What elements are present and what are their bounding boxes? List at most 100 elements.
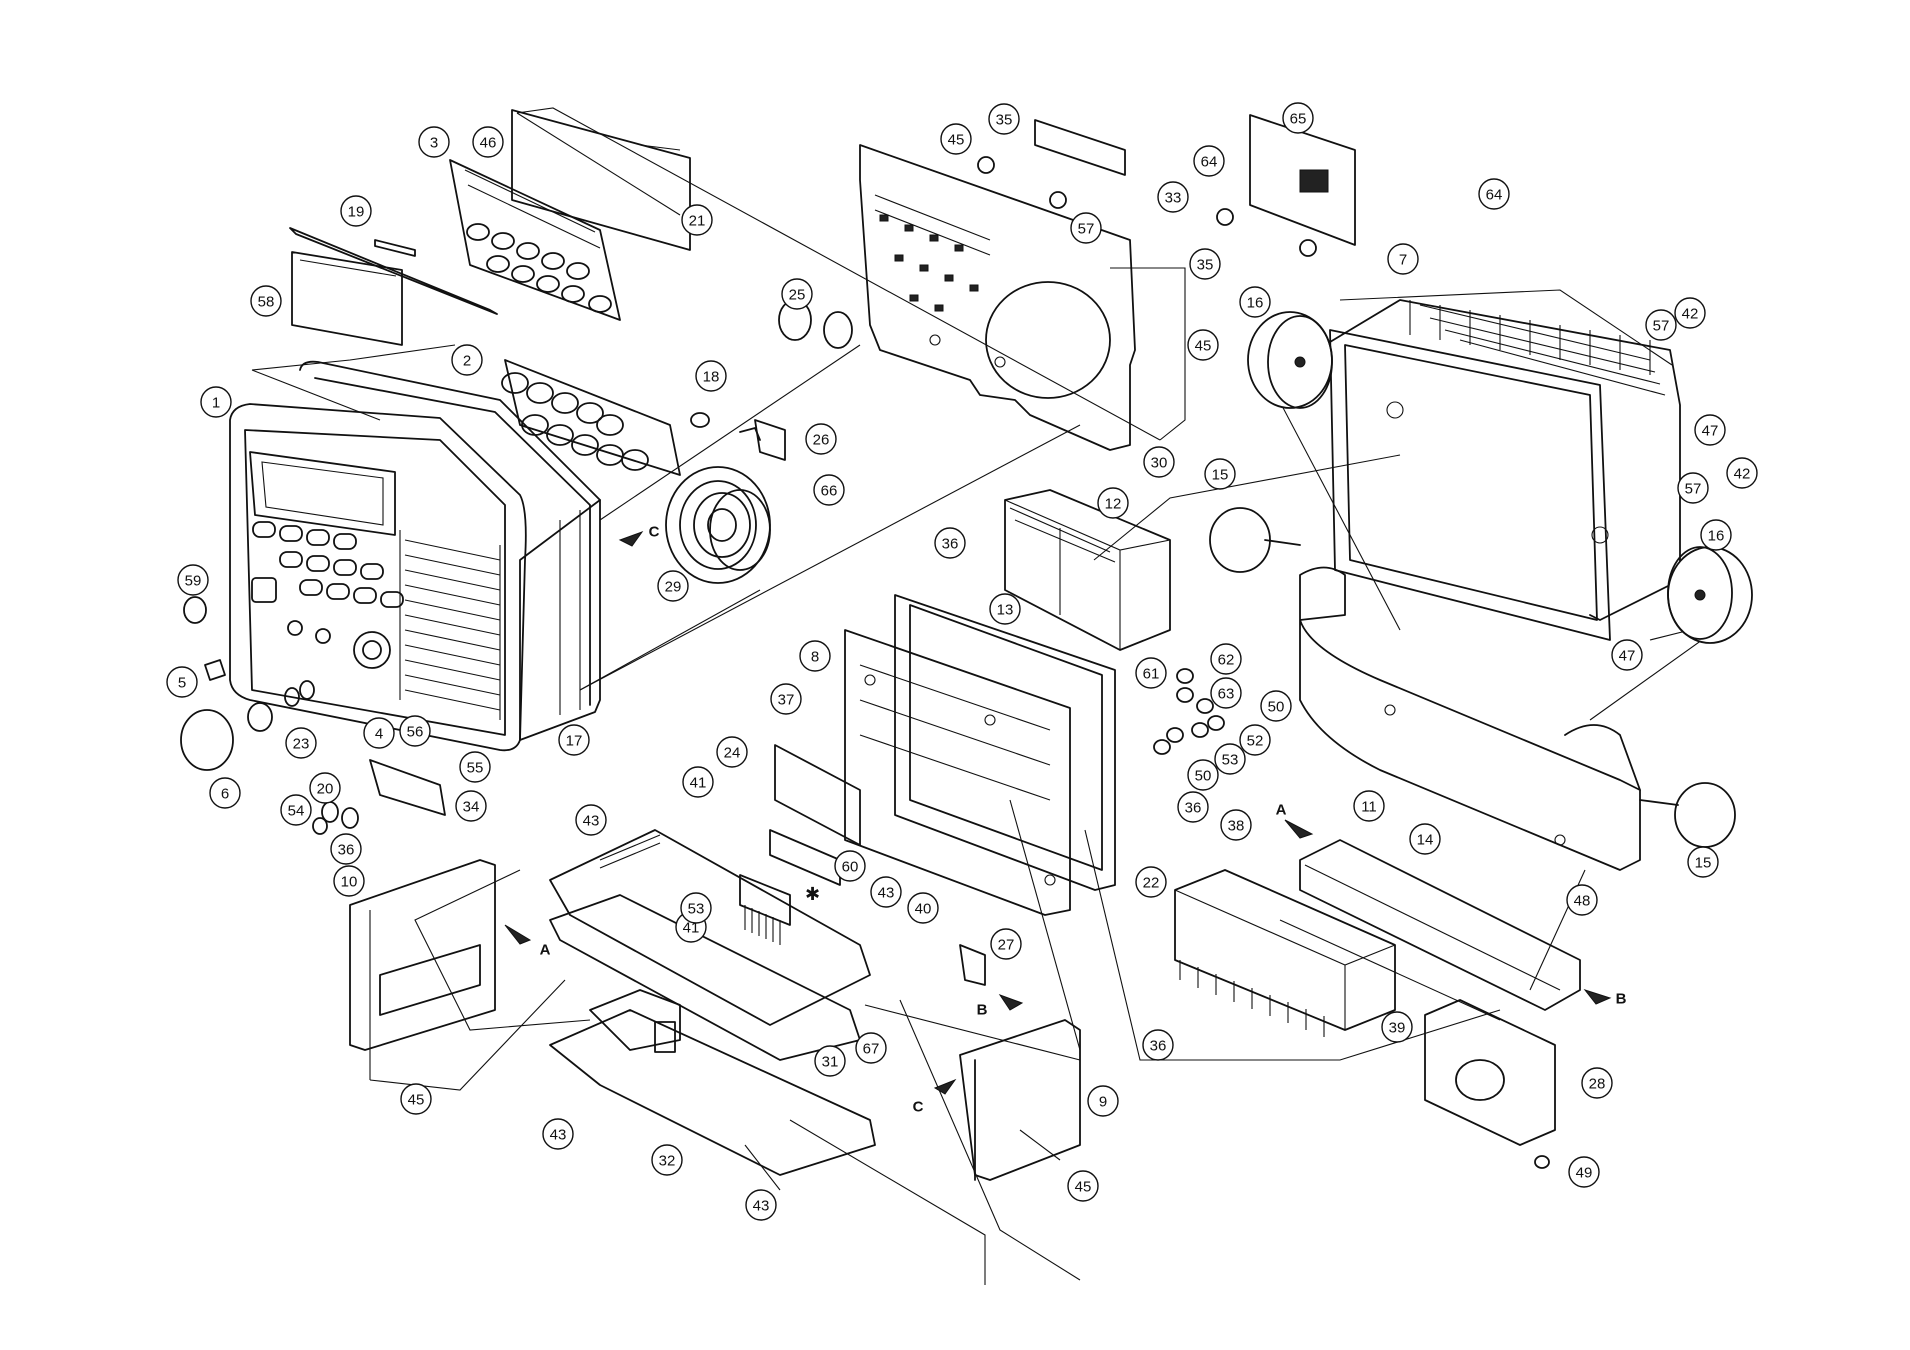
callout-label: 15 xyxy=(1212,467,1229,484)
callout-label: 31 xyxy=(822,1054,839,1071)
callout-15: 15 xyxy=(1688,847,1718,877)
callout-30: 30 xyxy=(1144,447,1174,477)
callout-64: 64 xyxy=(1194,146,1224,176)
callout-label: 34 xyxy=(463,799,480,816)
callout-38: 38 xyxy=(1221,810,1251,840)
callout-label: 35 xyxy=(1197,257,1214,274)
callout-label: 42 xyxy=(1682,306,1699,323)
callout-7: 7 xyxy=(1388,244,1418,274)
callout-label: 38 xyxy=(1228,818,1245,835)
callout-label: 36 xyxy=(1185,800,1202,817)
callout-59: 59 xyxy=(178,565,208,595)
callout-47: 47 xyxy=(1695,415,1725,445)
callout-14: 14 xyxy=(1410,824,1440,854)
callout-label: 23 xyxy=(293,736,310,753)
lcd-holder xyxy=(450,160,620,320)
callout-label: 50 xyxy=(1268,699,1285,716)
callout-label: 57 xyxy=(1685,481,1702,498)
callout-label: 64 xyxy=(1201,154,1218,171)
callout-label: 45 xyxy=(1075,1179,1092,1196)
callout-label: 4 xyxy=(375,726,383,743)
callout-label: 55 xyxy=(467,760,484,777)
callout-label: 36 xyxy=(942,536,959,553)
callout-36: 36 xyxy=(1178,792,1208,822)
callout-34: 34 xyxy=(456,791,486,821)
callout-48: 48 xyxy=(1567,885,1597,915)
callout-58: 58 xyxy=(251,286,281,316)
callout-label: 53 xyxy=(688,901,705,918)
callout-37: 37 xyxy=(771,684,801,714)
callout-29: 29 xyxy=(658,571,688,601)
callout-27: 27 xyxy=(991,929,1021,959)
callout-label: 18 xyxy=(703,369,720,386)
callout-42: 42 xyxy=(1675,298,1705,328)
ref-mark: A xyxy=(1276,802,1287,819)
callout-43: 43 xyxy=(746,1190,776,1220)
callout-45: 45 xyxy=(1068,1171,1098,1201)
callout-label: 27 xyxy=(998,937,1015,954)
callout-label: 46 xyxy=(480,135,497,152)
callout-39: 39 xyxy=(1382,1012,1412,1042)
callout-label: 19 xyxy=(348,204,365,221)
ref-letter-C: C xyxy=(649,524,660,541)
callout-label: 39 xyxy=(1389,1020,1406,1037)
callout-16: 16 xyxy=(1240,287,1270,317)
callout-26: 26 xyxy=(806,424,836,454)
callout-label: 36 xyxy=(338,842,355,859)
callout-label: 40 xyxy=(915,901,932,918)
callout-35: 35 xyxy=(989,104,1019,134)
callout-53: 53 xyxy=(681,893,711,923)
callout-label: 1 xyxy=(212,395,220,412)
callout-66: 66 xyxy=(814,475,844,505)
callout-label: 8 xyxy=(811,649,819,666)
callout-label: 2 xyxy=(463,353,471,370)
callout-label: 35 xyxy=(996,112,1013,129)
ref-letter-B: B xyxy=(1616,991,1627,1008)
callout-62: 62 xyxy=(1211,644,1241,674)
callout-45: 45 xyxy=(401,1084,431,1114)
callout-50: 50 xyxy=(1188,760,1218,790)
callout-label: 32 xyxy=(659,1153,676,1170)
callout-1: 1 xyxy=(201,387,231,417)
callout-label: 47 xyxy=(1702,423,1719,440)
callout-label: 20 xyxy=(317,781,334,798)
callout-label: 12 xyxy=(1105,496,1122,513)
callout-label: 53 xyxy=(1222,752,1239,769)
callout-label: 25 xyxy=(789,287,806,304)
callout-43: 43 xyxy=(576,805,606,835)
callout-49: 49 xyxy=(1569,1157,1599,1187)
callout-label: 56 xyxy=(407,724,424,741)
callout-label: 54 xyxy=(288,803,305,820)
callout-25: 25 xyxy=(782,279,812,309)
callout-label: 14 xyxy=(1417,832,1434,849)
callout-57: 57 xyxy=(1678,473,1708,503)
callout-label: 24 xyxy=(724,745,741,762)
callout-label: 11 xyxy=(1361,799,1377,816)
callout-label: 48 xyxy=(1574,893,1591,910)
callout-36: 36 xyxy=(935,528,965,558)
pa-module-and-frames xyxy=(845,490,1170,915)
callout-46: 46 xyxy=(473,127,503,157)
callout-label: 42 xyxy=(1734,466,1751,483)
callout-57: 57 xyxy=(1646,310,1676,340)
callout-65: 65 xyxy=(1283,103,1313,133)
callout-6: 6 xyxy=(210,778,240,808)
callout-label: 57 xyxy=(1653,318,1670,335)
ref-mark: C xyxy=(913,1099,924,1116)
callout-32: 32 xyxy=(652,1145,682,1175)
callout-63: 63 xyxy=(1211,678,1241,708)
part-callouts: 1234567891011121314151516161718192021222… xyxy=(167,103,1757,1220)
callout-label: 43 xyxy=(878,885,895,902)
callout-61: 61 xyxy=(1136,658,1166,688)
callout-41: 41 xyxy=(683,767,713,797)
ref-mark: C xyxy=(649,524,660,541)
callout-label: 30 xyxy=(1151,455,1168,472)
callout-10: 10 xyxy=(334,866,364,896)
callout-16: 16 xyxy=(1701,520,1731,550)
callout-label: 28 xyxy=(1589,1076,1606,1093)
callout-50: 50 xyxy=(1261,691,1291,721)
callout-label: 21 xyxy=(689,213,706,230)
callout-label: 15 xyxy=(1695,855,1712,872)
asterisk-mark: ✱ xyxy=(805,884,820,905)
